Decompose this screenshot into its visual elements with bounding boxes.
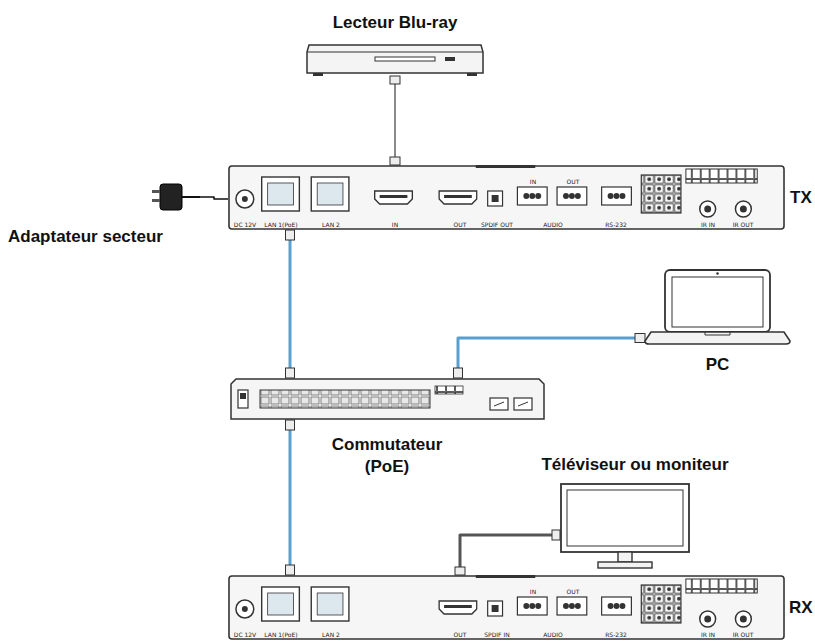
device-label: RX: [789, 597, 813, 619]
adapter-illustration: [150, 180, 200, 214]
bluray-player: Lecteur Blu-ray: [305, 42, 485, 76]
poe-switch: Commutateur (PoE): [230, 378, 545, 420]
device-label: Lecteur Blu-ray: [305, 12, 485, 34]
port-label: RS-232: [605, 221, 627, 228]
cable-connector: [454, 334, 646, 379]
port-label: IN: [392, 221, 398, 228]
tx-illustration: [228, 165, 785, 230]
laptop-illustration: [645, 268, 790, 348]
port-label: IN: [530, 588, 536, 595]
port-label: DC 12V: [234, 631, 256, 638]
port-label: DC 12V: [234, 221, 256, 228]
cable-plug: [455, 567, 465, 575]
cable-plug: [286, 230, 295, 240]
port-label: IN: [530, 178, 536, 185]
bluray-illustration: [305, 42, 485, 76]
cable-line: [289, 230, 292, 378]
receiver-unit: RX: [228, 575, 785, 640]
cable-line: [394, 76, 396, 165]
port-label: IR OUT: [733, 221, 754, 228]
cable-plug: [635, 334, 645, 343]
cable-plug: [286, 368, 295, 378]
cable-connector: [286, 230, 295, 378]
port-label: SPDIF IN: [484, 631, 509, 638]
rx-illustration: [228, 575, 785, 640]
cable-connector: [455, 530, 560, 575]
port-label: AUDIO: [543, 631, 563, 638]
power-adapter: Adaptateur secteur: [150, 180, 200, 214]
port-label: IR OUT: [733, 631, 754, 638]
cable-line: [458, 338, 645, 378]
device-label: Téléviseur ou moniteur: [520, 454, 750, 476]
device-label: Commutateur (PoE): [312, 434, 462, 478]
port-label: AUDIO: [543, 221, 563, 228]
cable-line: [460, 535, 560, 575]
port-label: LAN 2: [322, 221, 340, 228]
laptop-pc: PC: [645, 268, 790, 348]
cable-line: [289, 420, 292, 575]
device-label: PC: [645, 354, 790, 376]
cable-plug: [390, 76, 400, 84]
cable-plug: [286, 420, 295, 430]
tv-illustration: [560, 483, 690, 571]
port-label: IR IN: [701, 631, 715, 638]
port-label: SPDIF OUT: [481, 221, 513, 228]
cable-plug: [552, 530, 560, 540]
port-label: OUT: [567, 178, 580, 185]
port-label: RS-232: [605, 631, 627, 638]
transmitter-unit: TX: [228, 165, 785, 230]
cable-connector: [286, 420, 295, 575]
port-label: LAN 1(PoE): [264, 221, 297, 228]
cable-connector: [390, 76, 400, 165]
port-label: OUT: [454, 221, 467, 228]
cable-line: [200, 197, 228, 199]
cable-plug: [454, 368, 463, 378]
device-label: TX: [790, 187, 812, 209]
tv-monitor: Téléviseur ou moniteur: [560, 483, 690, 571]
cable-connector: [200, 197, 228, 199]
port-label: IR IN: [701, 221, 715, 228]
port-label: OUT: [567, 588, 580, 595]
cable-plug: [390, 157, 400, 165]
cable-plug: [286, 565, 295, 575]
device-label: Adaptateur secteur: [8, 226, 163, 248]
port-label: LAN 1(PoE): [264, 631, 297, 638]
port-label: LAN 2: [322, 631, 340, 638]
port-label: OUT: [454, 631, 467, 638]
switch-illustration: [230, 378, 545, 420]
